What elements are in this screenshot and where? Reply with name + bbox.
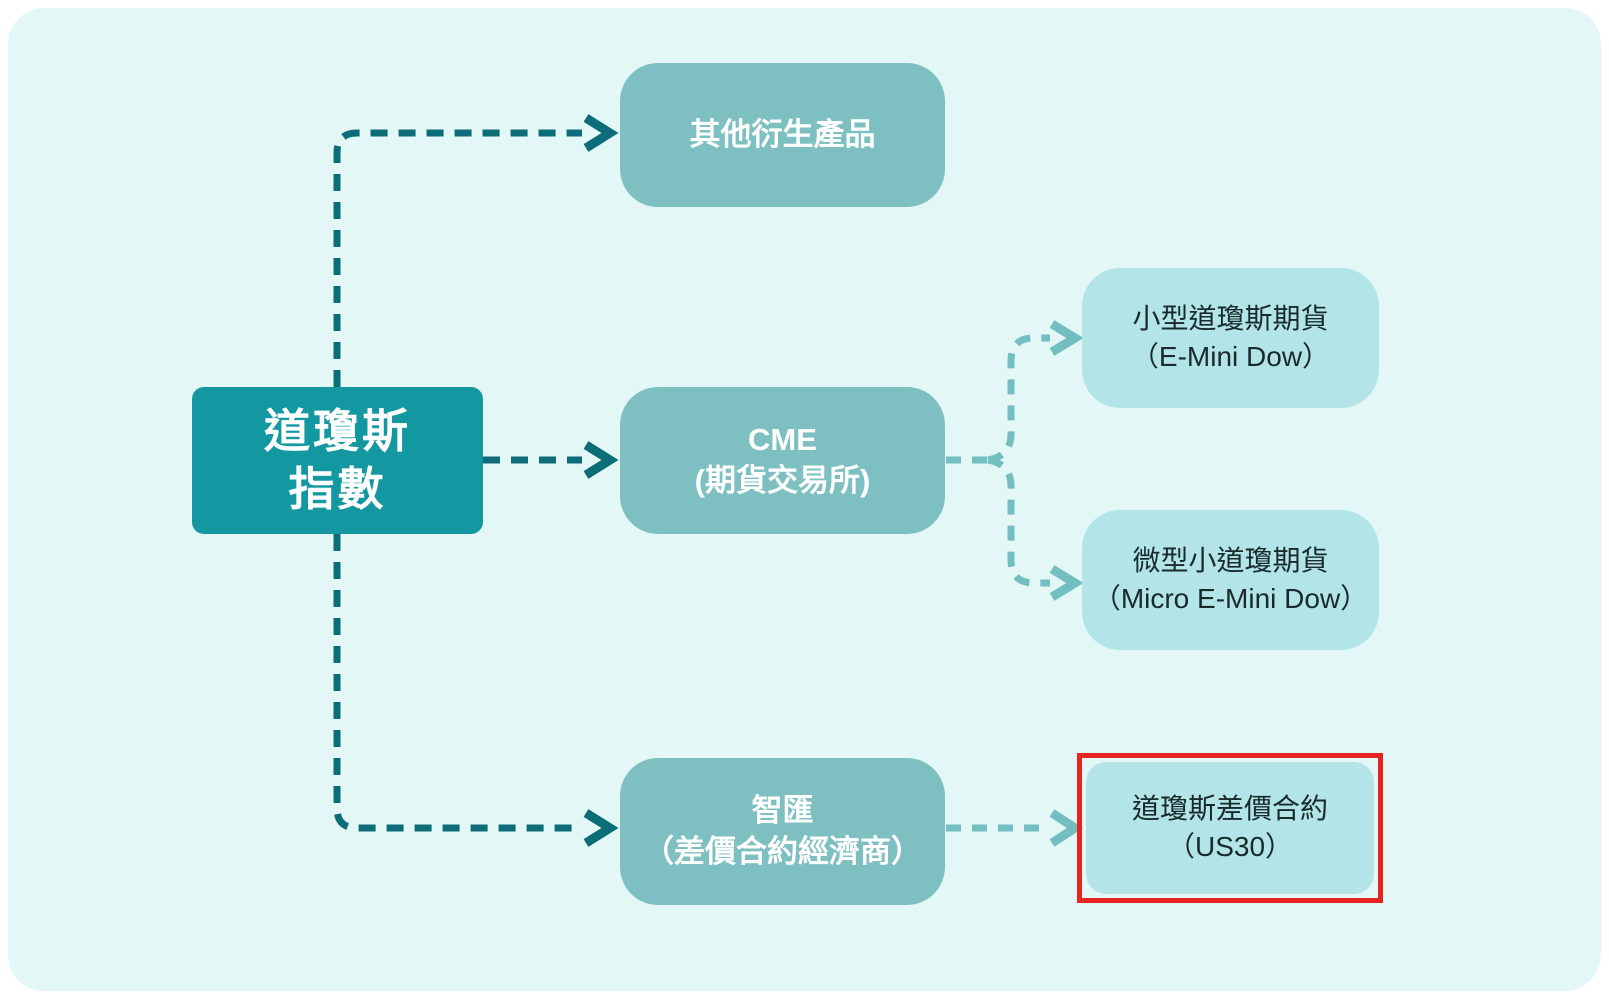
- node-other-derivatives: 其他衍生產品: [620, 63, 945, 207]
- node-cfd-broker-line2: （差價合約經濟商）: [643, 833, 922, 869]
- node-emini-dow-line1: 小型道瓊斯期貨: [1132, 303, 1329, 335]
- node-micro-emini-dow: 微型小道瓊期貨 （Micro E-Mini Dow）: [1082, 510, 1379, 650]
- node-dow-jones-index-line1: 道瓊斯: [264, 404, 411, 457]
- node-micro-emini-dow-line2: （Micro E-Mini Dow）: [1092, 583, 1369, 614]
- node-other-derivatives-label: 其他衍生產品: [689, 116, 876, 152]
- node-emini-dow: 小型道瓊斯期貨 （E-Mini Dow）: [1082, 268, 1379, 408]
- highlight-red-border: 道瓊斯差價合約 （US30）: [1077, 753, 1383, 903]
- node-cme: CME (期貨交易所): [620, 387, 945, 534]
- node-micro-emini-dow-line1: 微型小道瓊期貨: [1132, 545, 1329, 577]
- node-us30-cfd-line2: （US30）: [1166, 831, 1294, 862]
- node-us30-cfd: 道瓊斯差價合約 （US30）: [1086, 762, 1374, 894]
- node-dow-jones-index-line2: 指數: [288, 462, 387, 515]
- node-dow-jones-index: 道瓊斯 指數: [192, 387, 483, 534]
- node-cfd-broker-line1: 智匯: [751, 793, 814, 829]
- node-cme-line1: CME: [748, 422, 817, 458]
- node-us30-cfd-line1: 道瓊斯差價合約: [1131, 793, 1328, 825]
- node-emini-dow-line2: （E-Mini Dow）: [1130, 341, 1331, 372]
- node-cme-line2: (期貨交易所): [694, 462, 871, 498]
- node-cfd-broker: 智匯 （差價合約經濟商）: [620, 758, 945, 905]
